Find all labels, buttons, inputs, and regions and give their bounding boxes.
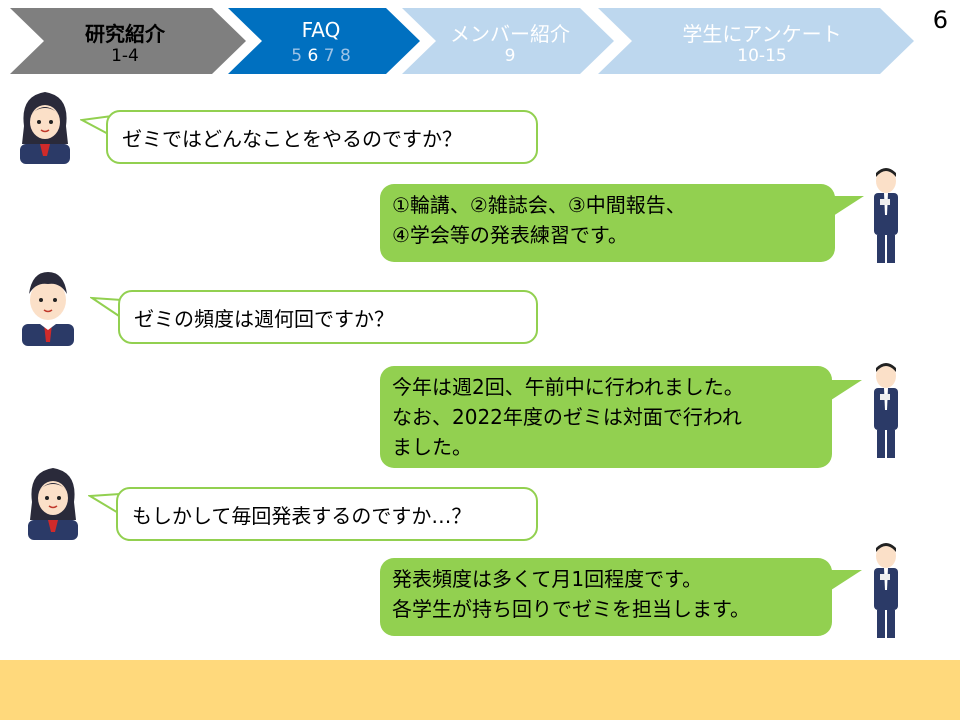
teacher-avatar-icon: [874, 543, 898, 638]
question-bubble: ゼミではどんなことをやるのですか？: [106, 110, 538, 164]
chevron-shape-survey: [598, 8, 914, 74]
bubble-tail-icon: [88, 492, 120, 516]
answer-line: ました。: [392, 435, 472, 459]
question-bubble: ゼミの頻度は週何回ですか？: [118, 290, 538, 344]
student-boy-avatar-icon: [22, 272, 74, 346]
nav-members-title: メンバー紹介: [450, 22, 570, 46]
chevron-shape-members: [402, 8, 614, 74]
teacher-avatar-icon: [874, 168, 898, 263]
answer-line: 各学生が持ち回りでゼミを担当します。: [392, 597, 750, 621]
nav-research-title: 研究紹介: [85, 22, 165, 46]
answer-bubble: 今年は週2回、午前中に行われました。 なお、2022年度のゼミは対面で行われ ま…: [380, 366, 832, 468]
nav-item-research[interactable]: 研究紹介 1-4: [20, 8, 230, 74]
bubble-tail-icon: [90, 296, 122, 320]
answer-line: 今年は週2回、午前中に行われました。: [392, 375, 744, 399]
answer-bubble: 発表頻度は多くて月1回程度です。 各学生が持ち回りでゼミを担当します。: [380, 558, 832, 636]
question-bubble: もしかして毎回発表するのですか…？: [116, 487, 538, 541]
answer-line: 発表頻度は多くて月1回程度です。: [392, 567, 703, 591]
nav-faq-pages: 5 6 7 8: [232, 46, 410, 66]
nav-members-pages: 9: [504, 46, 516, 66]
nav-faq-page-current[interactable]: 6: [307, 46, 319, 66]
teacher-avatar-icon: [874, 363, 898, 458]
nav-item-survey[interactable]: 学生にアンケート 10-15: [612, 8, 912, 74]
answer-line: なお、2022年度のゼミは対面で行われ: [392, 405, 742, 429]
footer-bar: [0, 660, 960, 720]
nav-faq-page[interactable]: 5: [291, 46, 303, 66]
nav-faq-title: FAQ: [301, 18, 341, 42]
nav-survey-pages: 10-15: [737, 46, 787, 66]
nav-item-members[interactable]: メンバー紹介 9: [412, 8, 608, 74]
bubble-tail-icon: [830, 196, 864, 218]
chevron-shape-faq: [228, 8, 420, 74]
nav-research-pages: 1-4: [111, 46, 139, 66]
nav-item-faq[interactable]: FAQ 5 6 7 8: [232, 8, 410, 74]
breadcrumb-chevrons: [10, 8, 914, 74]
student-girl-avatar-icon: [20, 92, 70, 164]
breadcrumb-nav: 研究紹介 1-4 FAQ 5 6 7 8 メンバー紹介 9 学生にアンケート 1…: [0, 0, 960, 80]
question-text: ゼミではどんなことをやるのですか？: [122, 126, 462, 151]
answer-bubble: ①輪講、②雑誌会、③中間報告、 ④学会等の発表練習です。: [380, 184, 835, 262]
bubble-tail-icon: [80, 114, 112, 138]
chevron-shape-research: [10, 8, 246, 74]
bubble-tail-icon: [828, 380, 862, 402]
question-text: もしかして毎回発表するのですか…？: [132, 503, 472, 528]
nav-faq-page[interactable]: 8: [339, 46, 351, 66]
question-text: ゼミの頻度は週何回ですか？: [134, 306, 394, 331]
nav-survey-title: 学生にアンケート: [682, 22, 842, 46]
student-girl-avatar-icon: [28, 468, 78, 540]
bubble-tail-icon: [828, 570, 862, 592]
page-number: 6: [932, 6, 948, 34]
nav-faq-page[interactable]: 7: [323, 46, 335, 66]
answer-line: ④学会等の発表練習です。: [392, 223, 628, 247]
answer-line: ①輪講、②雑誌会、③中間報告、: [392, 193, 686, 217]
